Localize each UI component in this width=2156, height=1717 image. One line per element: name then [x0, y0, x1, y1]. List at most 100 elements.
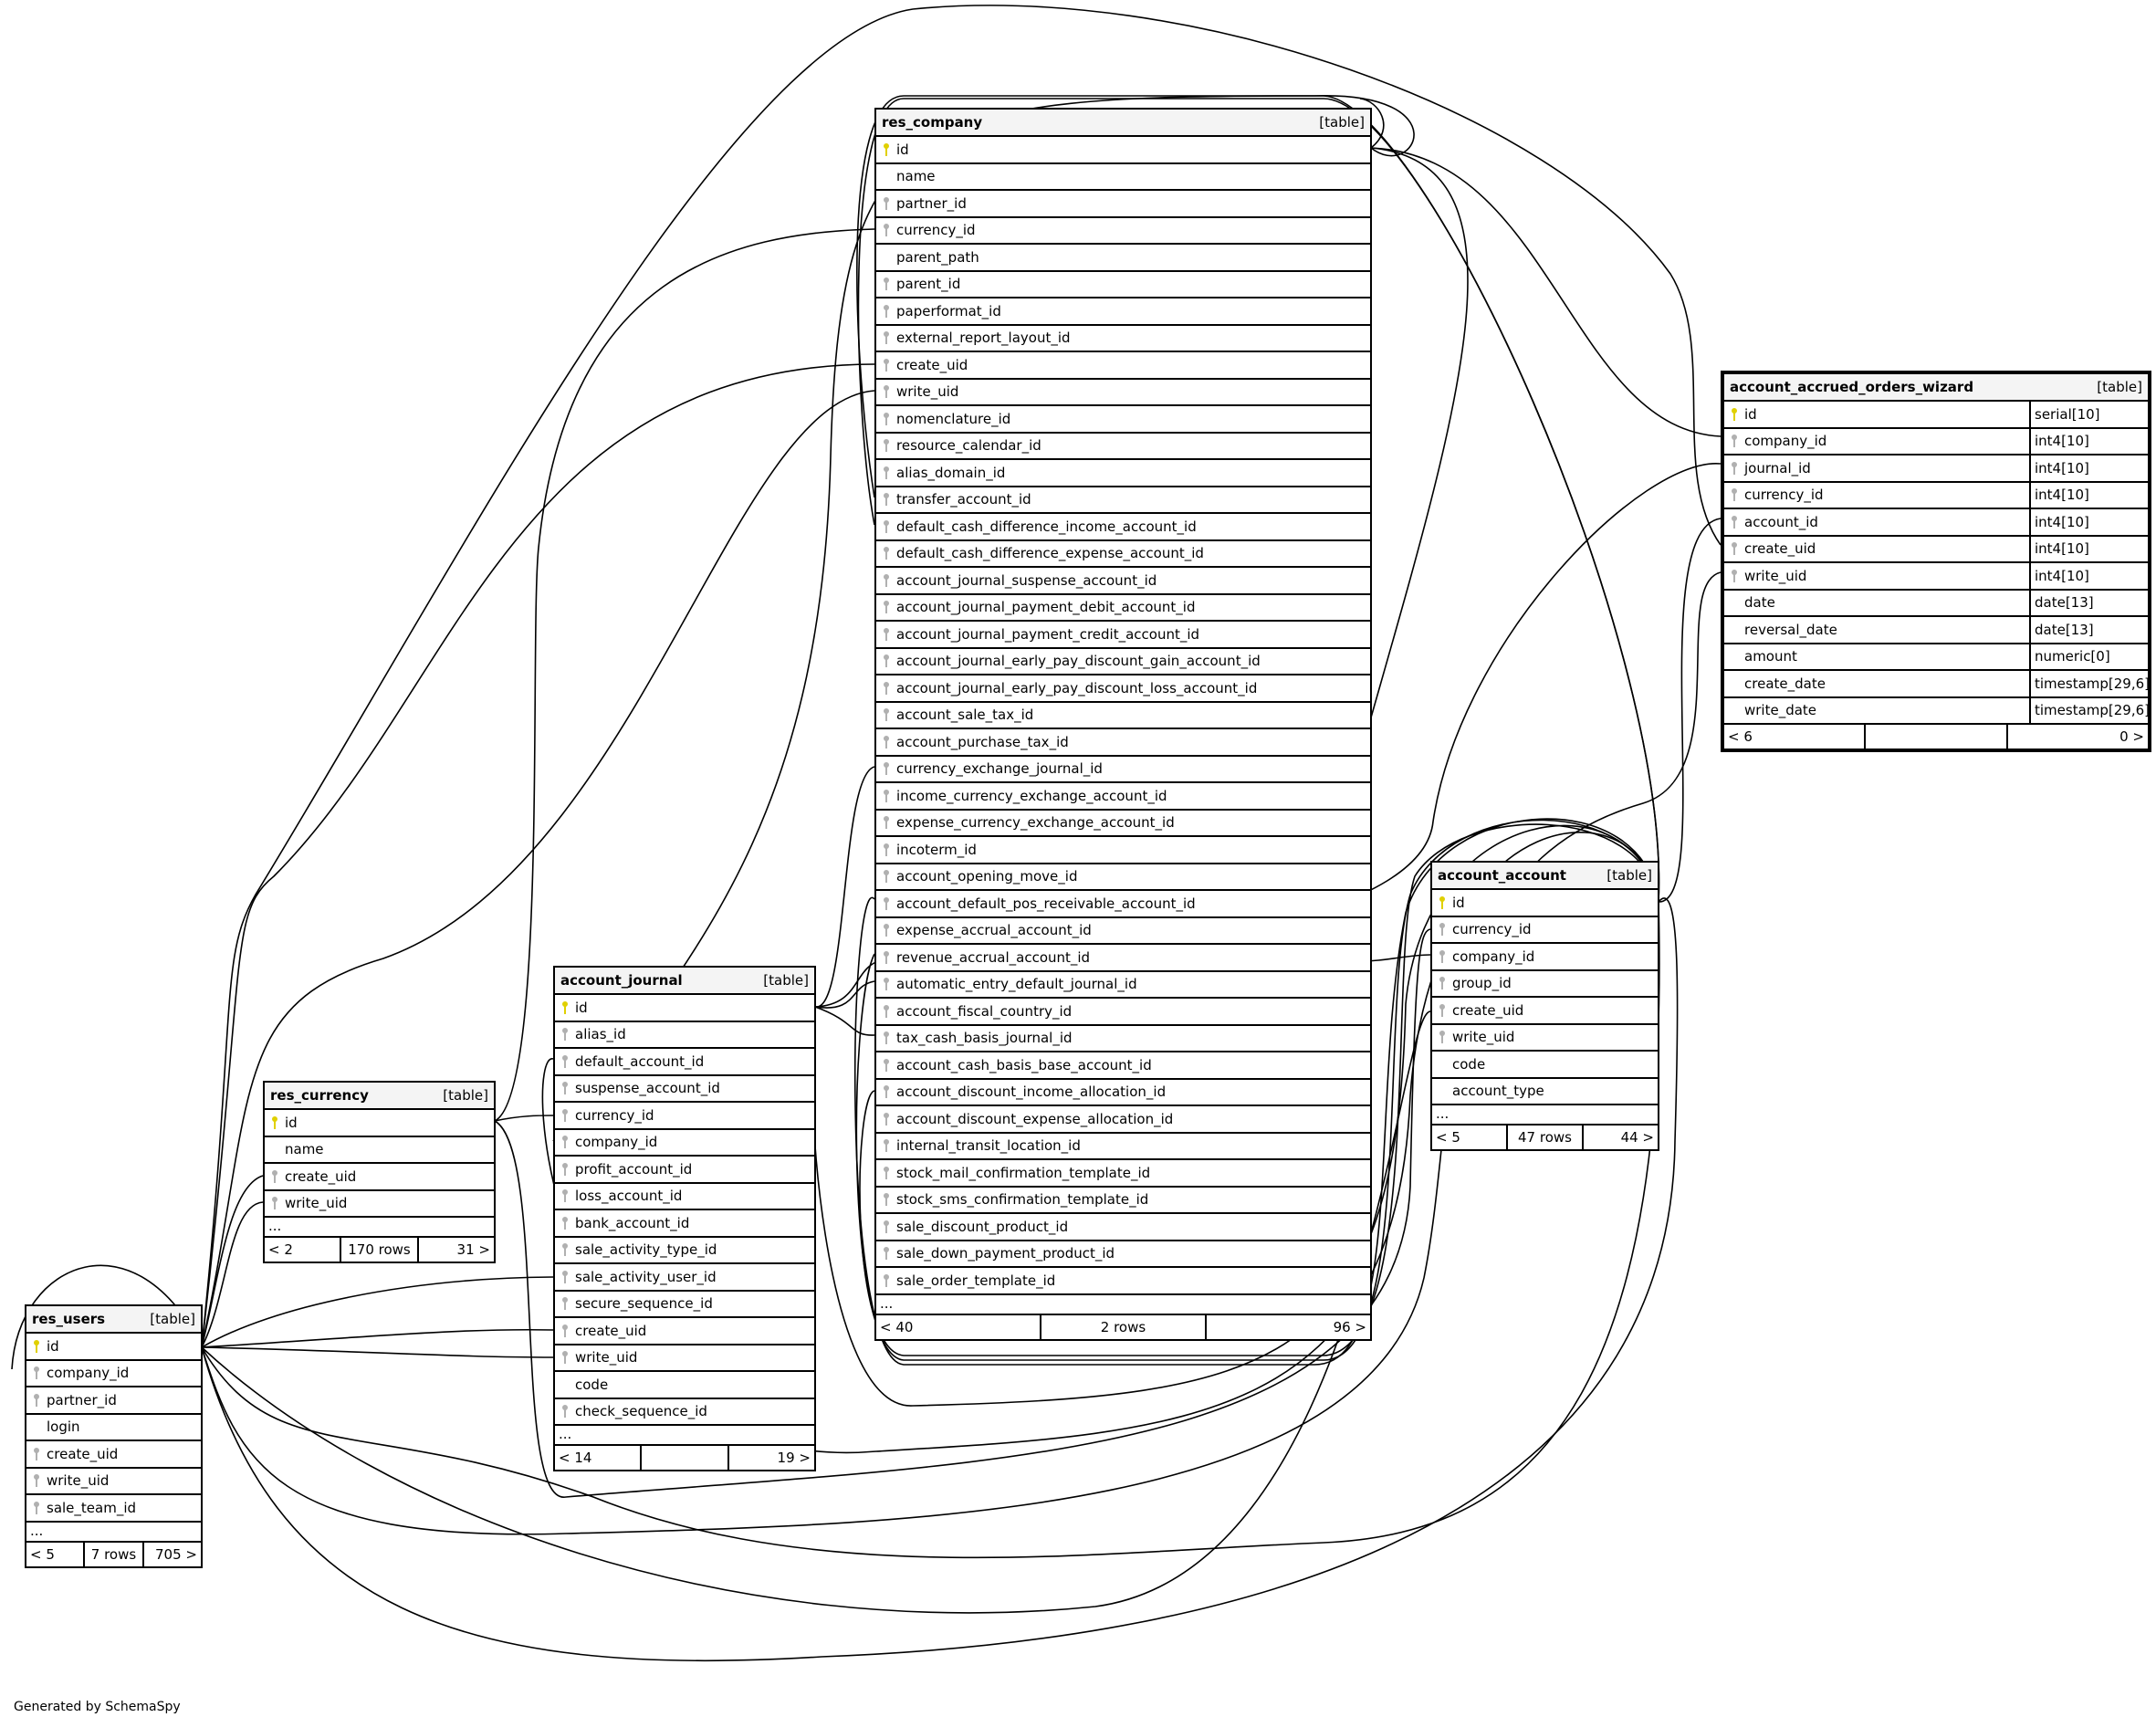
- column-name[interactable]: write_uid: [896, 383, 959, 401]
- column-name[interactable]: partner_id: [896, 194, 967, 212]
- column-name[interactable]: sale_team_id: [47, 1499, 137, 1516]
- column-name[interactable]: alias_id: [575, 1026, 626, 1043]
- column-row[interactable]: profit_account_id: [555, 1157, 814, 1184]
- column-name[interactable]: expense_accrual_account_id: [896, 922, 1092, 939]
- column-name[interactable]: account_journal_payment_debit_account_id: [896, 599, 1196, 616]
- column-name[interactable]: nomenclature_id: [896, 410, 1011, 427]
- column-row[interactable]: account_fiscal_country_id: [876, 999, 1370, 1026]
- table-header[interactable]: res_company[table]: [876, 110, 1370, 137]
- column-row[interactable]: transfer_account_id: [876, 487, 1370, 514]
- column-row[interactable]: income_currency_exchange_account_id: [876, 783, 1370, 811]
- column-name[interactable]: account_discount_expense_allocation_id: [896, 1110, 1174, 1127]
- parents-count[interactable]: < 6: [1728, 728, 1753, 745]
- column-row[interactable]: account_type: [1432, 1079, 1658, 1105]
- column-row[interactable]: create_uid: [876, 352, 1370, 380]
- column-name[interactable]: id: [896, 141, 909, 158]
- column-row[interactable]: bank_account_id: [555, 1210, 814, 1238]
- column-name[interactable]: expense_currency_exchange_account_id: [896, 814, 1175, 832]
- column-row[interactable]: group_id: [1432, 971, 1658, 998]
- column-name[interactable]: currency_id: [1744, 487, 1824, 504]
- column-name[interactable]: name: [285, 1141, 324, 1158]
- column-name[interactable]: create_uid: [1452, 1001, 1524, 1019]
- column-row[interactable]: stock_mail_confirmation_template_id: [876, 1160, 1370, 1188]
- column-name[interactable]: account_fiscal_country_id: [896, 1002, 1073, 1020]
- column-row[interactable]: nomenclature_id: [876, 406, 1370, 434]
- table-name[interactable]: account_account: [1438, 867, 1566, 884]
- column-name[interactable]: internal_transit_location_id: [896, 1137, 1081, 1155]
- column-name[interactable]: create_uid: [47, 1445, 119, 1462]
- column-name[interactable]: paperformat_id: [896, 302, 1001, 319]
- children-count[interactable]: 96 >: [1333, 1318, 1366, 1335]
- column-name[interactable]: transfer_account_id: [896, 491, 1031, 508]
- column-name[interactable]: default_cash_difference_expense_account_…: [896, 545, 1204, 562]
- column-name[interactable]: default_cash_difference_income_account_i…: [896, 518, 1197, 535]
- column-row[interactable]: resource_calendar_id: [876, 434, 1370, 460]
- column-name[interactable]: stock_mail_confirmation_template_id: [896, 1164, 1151, 1181]
- column-name[interactable]: check_sequence_id: [575, 1403, 707, 1420]
- column-name[interactable]: create_uid: [896, 356, 968, 373]
- column-row[interactable]: currency_id: [1432, 917, 1658, 944]
- column-name[interactable]: sale_activity_user_id: [575, 1268, 717, 1285]
- column-row[interactable]: parent_id: [876, 272, 1370, 298]
- column-row[interactable]: account_journal_payment_debit_account_id: [876, 595, 1370, 622]
- column-row[interactable]: default_cash_difference_expense_account_…: [876, 541, 1370, 568]
- column-name[interactable]: write_uid: [1452, 1029, 1515, 1046]
- column-row[interactable]: currency_exchange_journal_id: [876, 757, 1370, 783]
- column-row[interactable]: external_report_layout_id: [876, 326, 1370, 352]
- column-name[interactable]: create_uid: [1744, 540, 1816, 558]
- column-row[interactable]: create_uid: [265, 1164, 494, 1191]
- column-row[interactable]: account_opening_move_id: [876, 864, 1370, 891]
- column-name[interactable]: account_journal_early_pay_discount_loss_…: [896, 679, 1258, 696]
- column-row[interactable]: sale_order_template_id: [876, 1268, 1370, 1295]
- column-row[interactable]: check_sequence_id: [555, 1399, 814, 1426]
- column-row[interactable]: id: [1432, 890, 1658, 917]
- column-name[interactable]: revenue_accrual_account_id: [896, 948, 1091, 966]
- column-row[interactable]: account_journal_early_pay_discount_loss_…: [876, 675, 1370, 703]
- column-name[interactable]: currency_id: [1452, 921, 1532, 938]
- column-name[interactable]: company_id: [575, 1134, 658, 1151]
- column-row[interactable]: secure_sequence_id: [555, 1292, 814, 1318]
- column-name[interactable]: account_opening_move_id: [896, 868, 1078, 885]
- column-row[interactable]: account_default_pos_receivable_account_i…: [876, 891, 1370, 918]
- column-row[interactable]: id: [26, 1334, 201, 1361]
- column-name[interactable]: company_id: [47, 1365, 130, 1382]
- column-row[interactable]: account_discount_expense_allocation_id: [876, 1106, 1370, 1134]
- column-name[interactable]: sale_discount_product_id: [896, 1218, 1069, 1235]
- column-row[interactable]: expense_accrual_account_id: [876, 918, 1370, 945]
- parents-count[interactable]: < 40: [880, 1318, 914, 1335]
- column-name[interactable]: partner_id: [47, 1391, 117, 1408]
- column-row[interactable]: sale_activity_user_id: [555, 1264, 814, 1292]
- column-row[interactable]: account_sale_tax_id: [876, 703, 1370, 729]
- column-name[interactable]: account_discount_income_allocation_id: [896, 1084, 1167, 1101]
- column-name[interactable]: company_id: [1452, 947, 1535, 965]
- column-row[interactable]: sale_team_id: [26, 1495, 201, 1523]
- column-name[interactable]: sale_activity_type_id: [575, 1241, 717, 1259]
- column-row[interactable]: default_cash_difference_income_account_i…: [876, 514, 1370, 541]
- column-row[interactable]: loss_account_id: [555, 1184, 814, 1210]
- column-name[interactable]: currency_id: [896, 222, 976, 239]
- column-name[interactable]: company_id: [1744, 433, 1827, 450]
- column-row[interactable]: stock_sms_confirmation_template_id: [876, 1188, 1370, 1214]
- column-name[interactable]: bank_account_id: [575, 1214, 690, 1231]
- column-row[interactable]: company_id: [26, 1361, 201, 1387]
- column-row[interactable]: currency_id: [555, 1103, 814, 1130]
- column-row[interactable]: partner_id: [26, 1387, 201, 1415]
- column-row[interactable]: account_purchase_tax_id: [876, 729, 1370, 757]
- table-header[interactable]: account_accrued_orders_wizard[table]: [1724, 374, 2148, 402]
- column-name[interactable]: loss_account_id: [575, 1188, 683, 1205]
- column-name[interactable]: account_purchase_tax_id: [896, 733, 1069, 750]
- column-row[interactable]: account_journal_payment_credit_account_i…: [876, 622, 1370, 649]
- column-row[interactable]: sale_activity_type_id: [555, 1238, 814, 1264]
- column-row[interactable]: paperformat_id: [876, 298, 1370, 326]
- column-name[interactable]: login: [47, 1419, 80, 1436]
- column-name[interactable]: profit_account_id: [575, 1160, 693, 1178]
- column-name[interactable]: write_uid: [285, 1195, 348, 1212]
- column-row[interactable]: account_journal_suspense_account_id: [876, 568, 1370, 595]
- column-name[interactable]: income_currency_exchange_account_id: [896, 787, 1167, 804]
